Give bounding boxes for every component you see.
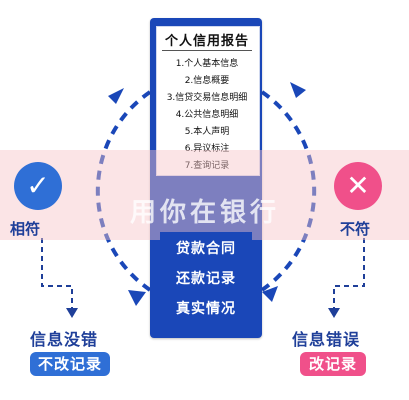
report-item: 7.查询记录 <box>184 161 230 171</box>
mismatch-label: 不符 <box>340 220 371 238</box>
mismatch-badge: ✕ <box>334 162 382 210</box>
check-icon: ✓ <box>26 169 50 202</box>
arrowhead-top-left <box>108 88 124 104</box>
report-item: 1.个人基本信息 <box>175 59 239 69</box>
cross-icon: ✕ <box>346 169 370 202</box>
cycle-arc-right <box>260 90 317 292</box>
report-item: 3.信贷交易信息明细 <box>166 93 248 103</box>
report-title-divider <box>162 50 252 51</box>
connector-right-head <box>328 308 340 318</box>
outcome-error-title: 信息错误 <box>292 330 361 349</box>
report-item-list: 1.个人基本信息 2.信息概要 3.信贷交易信息明细 4.公共信息明细 5.本人… <box>158 56 256 175</box>
arrowhead-top-right <box>290 82 306 98</box>
connector-left <box>41 238 73 312</box>
panel-item-contract: 贷款合同 <box>176 241 236 257</box>
arrowhead-bottom-left <box>128 290 146 306</box>
outcome-correct-tag: 不改记录 <box>30 352 110 376</box>
connector-left-head <box>66 308 78 318</box>
connector-right <box>333 238 365 312</box>
panel-item-fact: 真实情况 <box>176 301 236 317</box>
outcome-correct-title: 信息没错 <box>30 330 99 349</box>
report-item: 4.公共信息明细 <box>175 110 239 120</box>
cycle-arc-left <box>95 90 152 292</box>
watermark-text: 用你在银行 <box>129 198 280 228</box>
panel-item-repayment: 还款记录 <box>176 271 236 287</box>
outcome-error-tag: 改记录 <box>300 352 366 376</box>
report-title: 个人信用报告 <box>164 34 249 49</box>
report-item: 5.本人声明 <box>184 127 230 137</box>
match-label: 相符 <box>10 220 41 238</box>
report-item: 6.异议标注 <box>184 144 230 154</box>
verification-panel <box>160 232 252 328</box>
arrowhead-bottom-right <box>262 286 278 302</box>
report-item: 2.信息概要 <box>184 76 230 86</box>
report-paper <box>156 26 260 176</box>
match-badge: ✓ <box>14 162 62 210</box>
